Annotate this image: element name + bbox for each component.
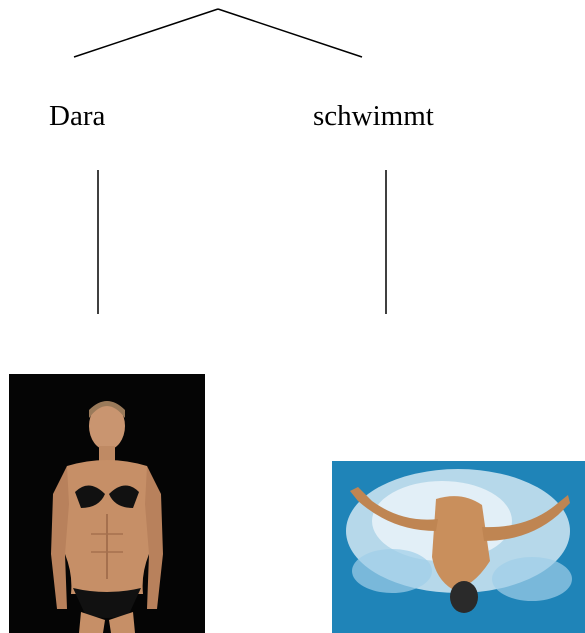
- butterfly-swimmer-photo: [332, 461, 585, 633]
- word-dara: Dara: [49, 100, 106, 132]
- branch-left-line: [73, 8, 219, 58]
- branch-right-line: [217, 8, 363, 58]
- swimmer-portrait-photo: [9, 374, 205, 633]
- word-schwimmt: schwimmt: [313, 100, 434, 132]
